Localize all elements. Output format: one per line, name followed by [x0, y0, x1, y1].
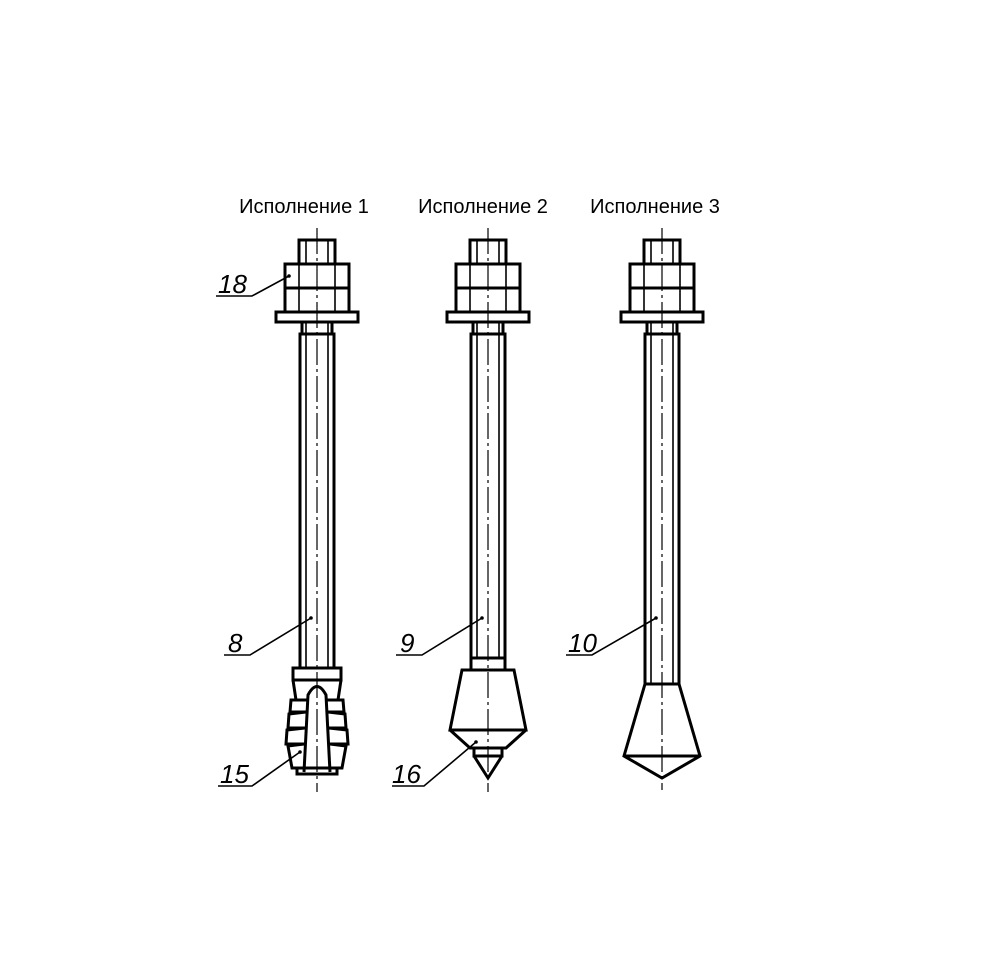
anchor-bolt-variant-2: 9 16 [392, 228, 531, 792]
caption-variant-2: Исполнение 2 [418, 196, 548, 218]
anchor-bolt-variant-1: 18 8 15 [216, 228, 360, 792]
anchor-bolt-variant-3: 10 [566, 228, 705, 790]
bolt-shaft [469, 332, 507, 672]
cone-sleeve [448, 668, 528, 781]
label-shaft-10: 10 [568, 628, 597, 658]
label-shaft-9: 9 [400, 628, 414, 658]
label-shaft-8: 8 [228, 628, 243, 658]
caption-variant-1: Исполнение 1 [239, 196, 369, 218]
caption-variant-3: Исполнение 3 [590, 196, 720, 218]
expansion-sleeve [284, 666, 350, 776]
label-sleeve-15: 15 [220, 759, 249, 789]
cone-end [622, 682, 702, 780]
label-nut-18: 18 [218, 269, 247, 299]
label-sleeve-16: 16 [392, 759, 421, 789]
